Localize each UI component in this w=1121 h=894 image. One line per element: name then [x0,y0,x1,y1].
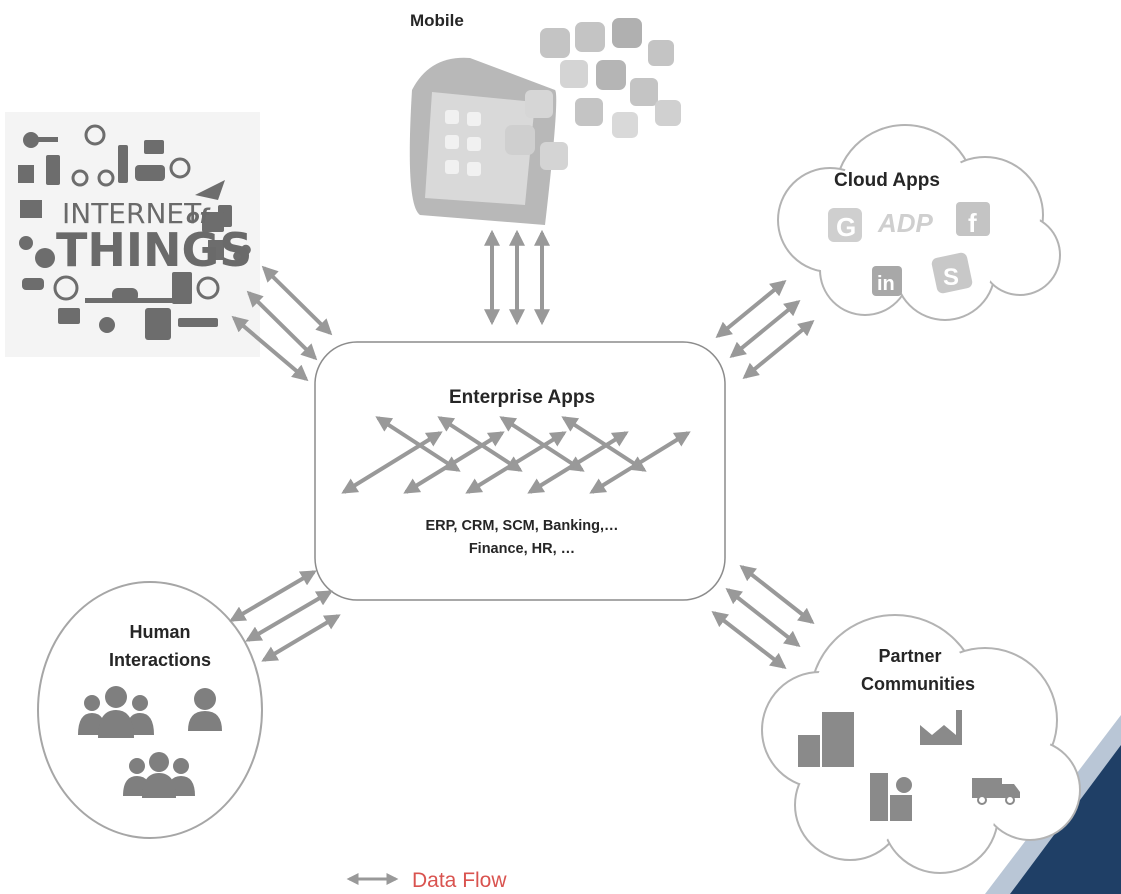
cloud-data-flow-arrows [715,279,815,380]
iot-of-text: of [186,204,211,228]
person-icon [188,688,222,731]
legend-label: Data Flow [412,869,507,892]
bath-icon [144,140,164,154]
mobile-label: Mobile [410,11,464,30]
adp-icon: ADP [877,208,934,238]
enterprise-apps-label: Enterprise Apps [449,387,595,408]
cloud-apps-label: Cloud Apps [834,170,940,191]
tv-icon [58,308,80,324]
enterprise-apps-line2: Finance, HR, … [469,541,575,557]
partner-data-flow-arrows [711,565,815,669]
helicopter-icon [112,288,138,302]
salesforce-icon: S [931,252,973,294]
team-leader-icon [78,686,154,738]
car-icon [135,165,165,181]
internal-data-flow-arrows [341,416,691,494]
factory-icon [920,710,962,745]
plane-icon [195,180,225,200]
svg-text:ADP: ADP [877,208,934,238]
human-interactions-node: Human Interactions [37,581,263,839]
sun-icon [35,248,55,268]
mobile-data-flow-arrows [484,229,550,326]
iron-icon [22,278,44,290]
iot-graphic: INTERNET of THINGS [5,112,260,357]
smartphone-icon [409,57,557,226]
partner-label-line2: Communities [861,674,975,694]
iot-background [5,112,260,357]
fan-icon [169,157,191,179]
iot-things-text: THINGS [56,223,252,277]
cloud-apps-node: Cloud Apps G ADP f in S [777,124,1061,321]
hospital-icon [870,773,912,821]
plant-icon [18,165,34,183]
bus-icon [145,308,171,340]
facebook-icon: f [956,202,990,238]
human-label-line1: Human [129,622,190,642]
app-bubble-icons [505,18,681,170]
gear-icon [19,236,33,250]
svg-text:S: S [943,264,959,291]
google-icon: G [828,208,862,242]
office-buildings-icon [798,712,854,767]
trash-icon [208,240,224,260]
telephone-icon [53,275,79,301]
mobile-graphic: Mobile [409,11,681,226]
enterprise-apps-line1: ERP, CRM, SCM, Banking,… [425,518,618,534]
drone-icon [84,124,106,146]
key-icon [23,132,39,148]
partner-label-line1: Partner [878,646,941,666]
router-icon [178,318,218,327]
bulb-icon [99,317,115,333]
legend: Data Flow [346,869,507,892]
truck-icon [972,778,1020,805]
train-icon [20,200,42,218]
svg-text:f: f [968,208,977,238]
plug-icon [233,244,251,262]
partner-communities-node: Partner Communities [761,614,1081,874]
monitor-icon [202,212,224,232]
group-icon [123,752,195,798]
iot-internet-text: INTERNET [62,197,202,230]
svg-text:in: in [877,273,895,295]
svg-text:G: G [836,212,856,242]
appliance-icon [118,145,128,183]
enterprise-apps-node: Enterprise Apps ERP, CRM, SCM, Banking,…… [314,341,726,601]
human-label-line2: Interactions [109,650,211,670]
human-data-flow-arrows [229,570,341,662]
iot-data-flow-arrows [231,265,333,382]
clock-icon [196,276,220,300]
speaker-icon [172,272,192,304]
bicycle-icon [71,169,89,187]
linkedin-icon: in [872,266,902,296]
phone-icon [46,155,60,185]
